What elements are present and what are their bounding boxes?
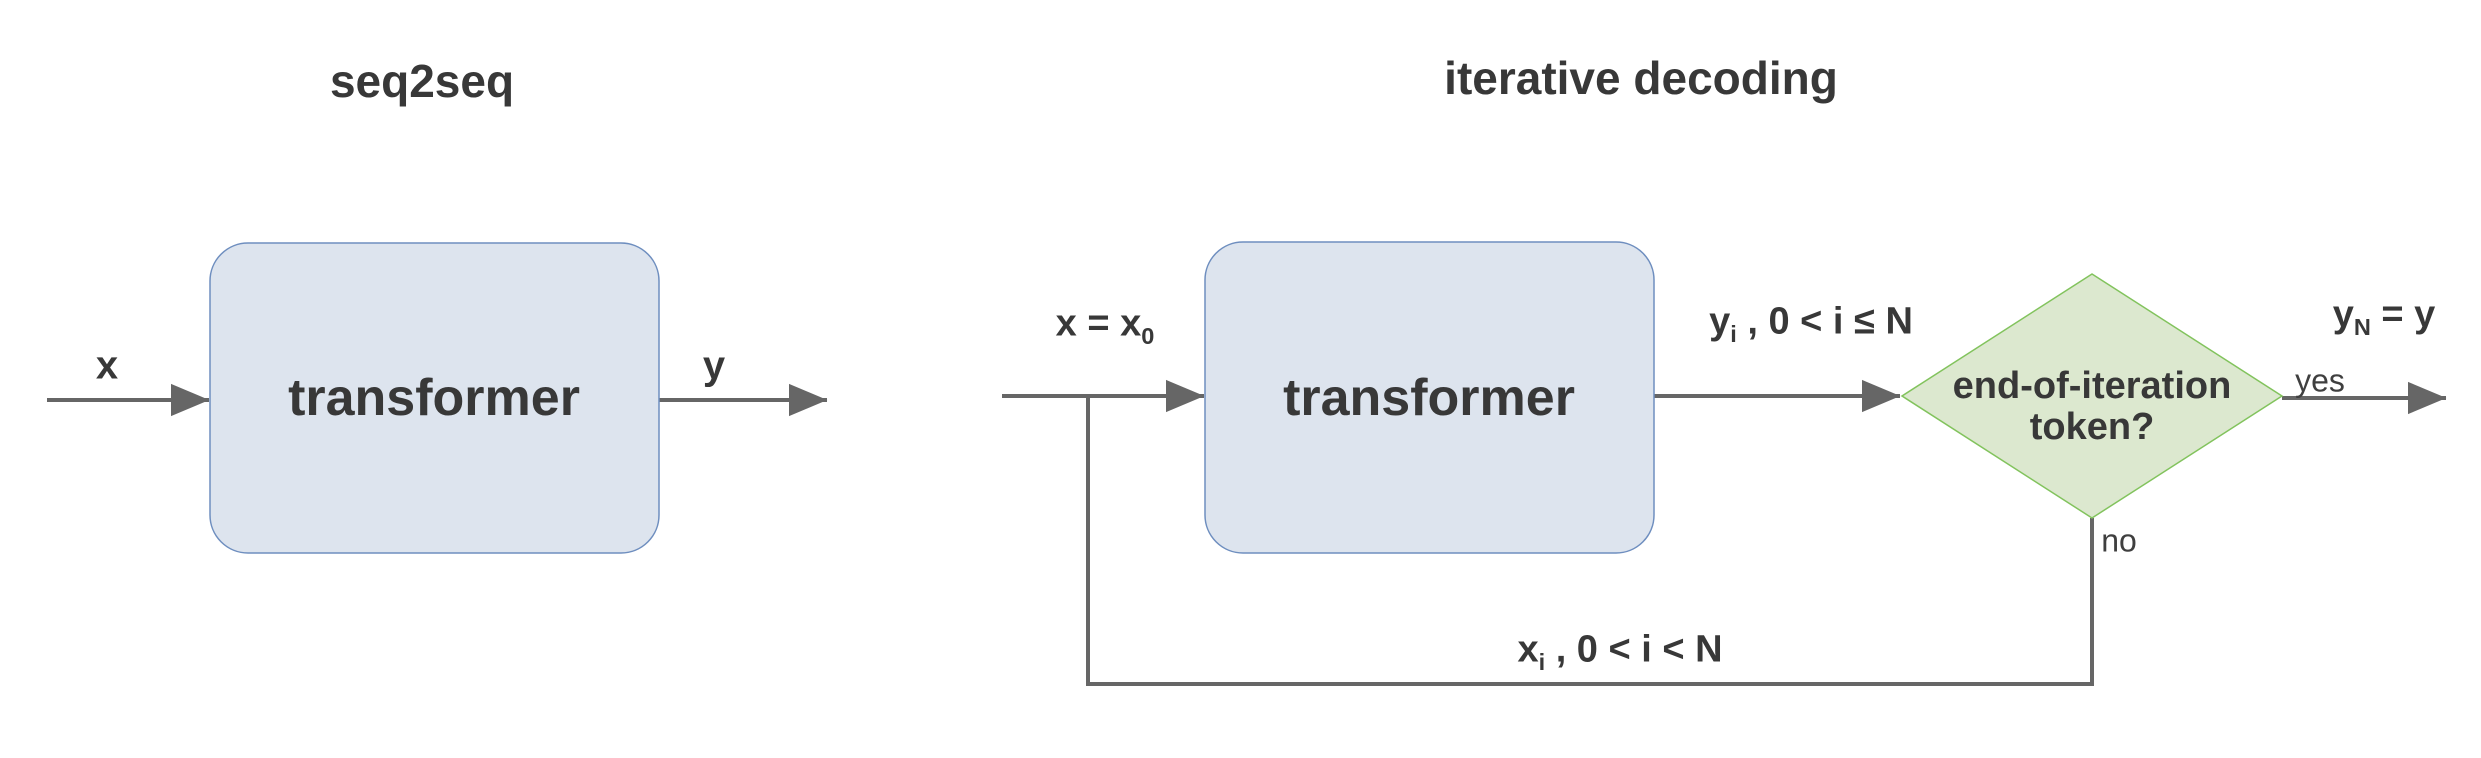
- seq2seq-title: seq2seq: [329, 55, 515, 107]
- loop-label: xi , 0 < i < N: [1517, 628, 1723, 676]
- final-output-label-sub: N: [2353, 314, 2371, 341]
- seq2seq-output-label: y: [702, 343, 726, 388]
- iterative-output-label-main: y: [1709, 300, 1731, 343]
- iterative-feedback-path: [1086, 398, 2094, 686]
- seq2seq-transformer-label: transformer: [288, 369, 580, 427]
- iterative-output-label-sub: i: [1730, 321, 1737, 348]
- final-output-label: yN = y: [2332, 293, 2436, 341]
- seq2seq-input-label: x: [95, 343, 119, 388]
- final-output-label-eq: = y: [2370, 293, 2436, 336]
- no-branch-label: no: [2101, 522, 2137, 559]
- iterative-output-label-cond: , 0 < i ≤ N: [1736, 300, 1913, 343]
- seq2seq-transformer-box: [209, 242, 660, 554]
- end-of-iteration-decision-label: end-of-iteration token?: [1952, 364, 2232, 448]
- final-output-label-main: y: [2332, 293, 2354, 336]
- loop-label-sub: i: [1538, 649, 1546, 676]
- loop-label-main: x: [1517, 628, 1539, 671]
- yes-branch-label: yes: [2295, 362, 2345, 399]
- iterative-decoding-title: iterative decoding: [1444, 52, 1838, 104]
- iterative-output-label: yi , 0 < i ≤ N: [1709, 300, 1913, 348]
- end-of-iteration-decision-diamond: [1900, 273, 2284, 519]
- iterative-input-label: x = x0: [1055, 302, 1155, 350]
- loop-label-cond: , 0 < i < N: [1545, 628, 1723, 671]
- iterative-transformer-label: transformer: [1283, 369, 1575, 427]
- iterative-transformer-box: [1204, 241, 1655, 554]
- iterative-input-label-sub: 0: [1141, 323, 1155, 350]
- iterative-input-label-main: x = x: [1055, 302, 1142, 345]
